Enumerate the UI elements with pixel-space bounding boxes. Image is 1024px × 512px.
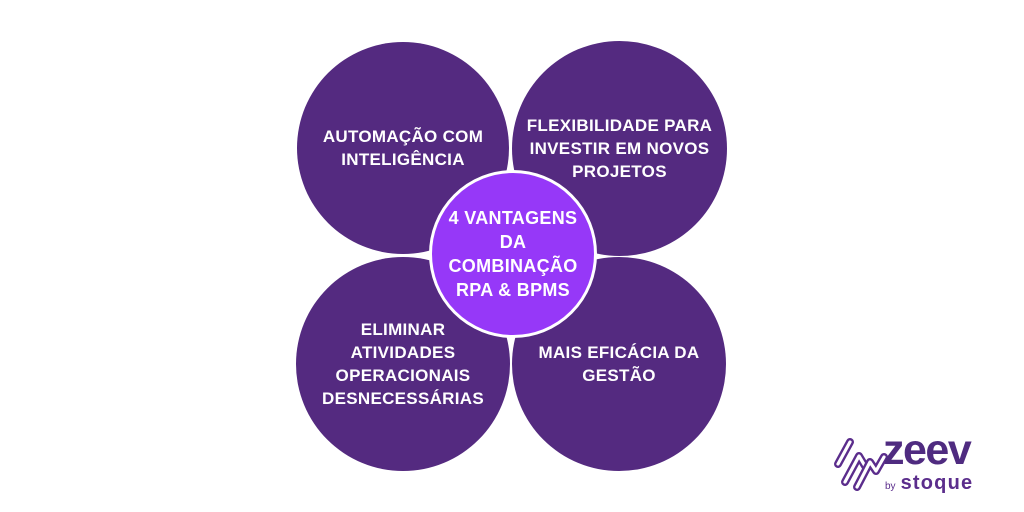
circle-text-line: AUTOMAÇÃO COM: [322, 127, 484, 146]
central-title-line: COMBINAÇÃO: [448, 256, 578, 276]
by-label: by: [885, 481, 896, 492]
central-title-line: RPA & BPMS: [455, 280, 570, 300]
circle-text-line: ATIVIDADES: [350, 343, 456, 362]
circle-automacao-com-inteligencia: AUTOMAÇÃO COM INTELIGÊNCIA: [297, 42, 509, 254]
central-title-line: DA: [499, 232, 527, 252]
circle-text-line: GESTÃO: [582, 366, 656, 385]
circle-text-line: PROJETOS: [572, 162, 667, 181]
byline: by stoque: [885, 472, 973, 495]
circle-text-line: MAIS EFICÁCIA DA: [538, 343, 700, 362]
circle-text-line: FLEXIBILIDADE PARA: [526, 116, 713, 135]
zeev-logo-icon: [834, 438, 888, 491]
company-wordmark: stoque: [900, 472, 974, 494]
circle-text-line: ELIMINAR: [360, 320, 446, 339]
zeev-logo-text: zeev by stoque: [883, 429, 973, 495]
circle-text-line: INTELIGÊNCIA: [341, 150, 465, 169]
zeev-logo: zeev by stoque: [826, 429, 1006, 499]
circle-text-line: INVESTIR EM NOVOS: [529, 139, 710, 158]
circle-text-line: DESNECESSÁRIAS: [322, 389, 484, 408]
circle-flexibilidade-novos-projetos: FLEXIBILIDADE PARA INVESTIR EM NOVOS PRO…: [512, 41, 727, 256]
central-title-line: 4 VANTAGENS: [448, 208, 578, 228]
circle-text-line: OPERACIONAIS: [335, 366, 471, 385]
brand-wordmark: zeev: [883, 426, 972, 474]
circle-central-title: 4 VANTAGENS DA COMBINAÇÃO RPA & BPMS: [429, 170, 597, 338]
